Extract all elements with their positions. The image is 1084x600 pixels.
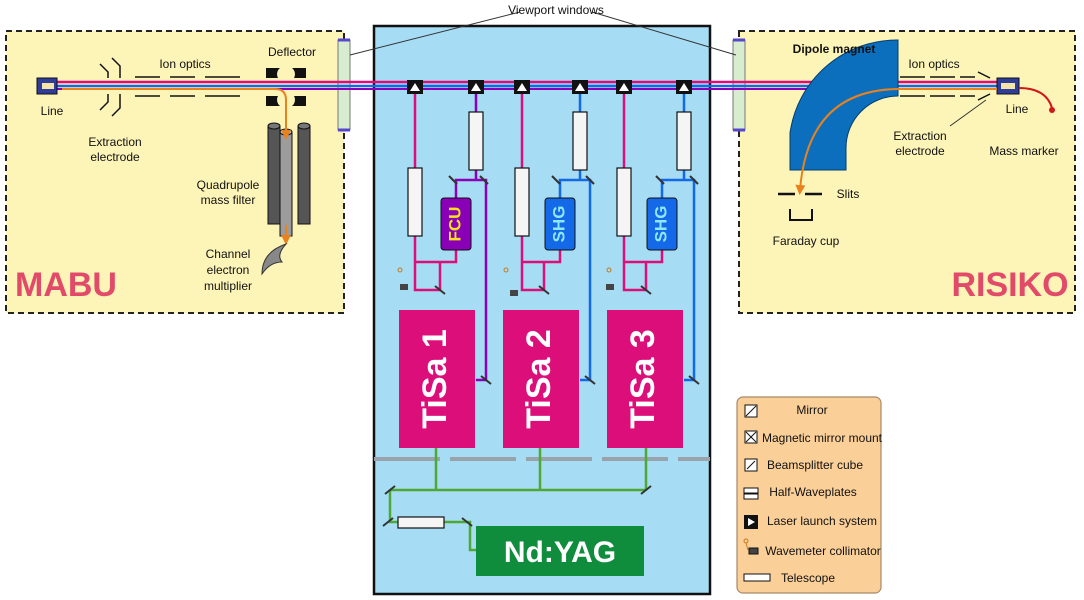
shg-label-1: SHG	[549, 206, 568, 243]
fcu-label: FCU	[445, 207, 464, 242]
laser-launch-markers	[407, 80, 692, 94]
laser-beam-paths	[413, 92, 696, 382]
legend-launch-label: Laser launch system	[767, 514, 877, 528]
tisa-1: TiSa 1	[399, 310, 475, 448]
legend-magnetic-label: Magnetic mirror mount	[762, 431, 883, 445]
mirrors	[382, 175, 700, 527]
risiko-ion-beam	[795, 88, 997, 195]
magnetic-mirror-mount-icon	[744, 430, 758, 444]
dipole-magnet	[789, 39, 899, 171]
half-waveplate-icon	[743, 487, 759, 500]
legend: Mirror Magnetic mirror mount Beamsplitte…	[736, 396, 883, 594]
mabu-ion-optics-label: Ion optics	[159, 57, 210, 71]
mirror-icon	[744, 404, 758, 418]
mabu-line-source	[36, 77, 58, 95]
mabu-ion-optics	[135, 76, 240, 97]
risiko-ion-optics-label: Ion optics	[908, 57, 959, 71]
legend-halfwaveplate-label: Half-Waveplates	[769, 485, 857, 499]
risiko-line-source	[996, 77, 1020, 95]
mabu-quadrupole-label-2: mass filter	[201, 193, 256, 207]
risiko-line-label: Line	[1006, 102, 1029, 116]
laser-launch-icon	[744, 515, 758, 529]
mabu-deflector-label: Deflector	[268, 45, 316, 59]
shg-box-1: SHG	[544, 197, 576, 251]
viewport-pointer-left	[349, 11, 521, 56]
mabu-deflector	[266, 68, 306, 106]
shg-box-2: SHG	[646, 197, 678, 251]
risiko-extraction-pointer	[949, 99, 987, 127]
risiko-ion-optics	[900, 76, 975, 97]
tisa-2: TiSa 2	[503, 310, 579, 448]
mabu-extraction-label-2: electrode	[90, 150, 140, 164]
mabu-extraction-label-1: Extraction	[88, 135, 141, 149]
pump-beam-paths	[388, 447, 648, 552]
beamsplitter-cube-icon	[744, 458, 758, 472]
ndyag-label: Nd:YAG	[504, 536, 616, 569]
channel-electron-multiplier-icon	[261, 242, 288, 276]
tisa-1-label: TiSa 1	[416, 329, 454, 429]
ndyag-laser: Nd:YAG	[476, 526, 644, 576]
risiko-dipole-label: Dipole magnet	[793, 42, 876, 56]
telescope-icon	[743, 573, 771, 582]
risiko-extraction-label-1: Extraction	[893, 129, 946, 143]
risiko-extraction-electrode	[977, 71, 991, 101]
fcu-box: FCU	[440, 197, 472, 251]
legend-beamsplitter-label: Beamsplitter cube	[767, 458, 863, 472]
risiko-title: RISIKO	[951, 266, 1068, 304]
viewport-windows-label: Viewport windows	[508, 3, 604, 17]
mabu-channel-label-3: multiplier	[204, 279, 252, 293]
tisa-2-label: TiSa 2	[520, 329, 558, 429]
legend-mirror-label: Mirror	[796, 403, 827, 417]
viewport-pointer-right	[591, 11, 737, 56]
legend-telescope-label: Telescope	[781, 571, 835, 585]
mabu-channel-label-1: Channel	[206, 247, 251, 261]
tisa-3: TiSa 3	[607, 310, 683, 448]
mabu-channel-label-2: electron	[207, 263, 250, 277]
mass-marker-dot	[1049, 107, 1055, 113]
telescopes	[397, 111, 692, 529]
risiko-mass-marker-label: Mass marker	[989, 144, 1058, 158]
mabu-extraction-electrode	[99, 57, 121, 117]
mabu-quadrupole	[267, 122, 311, 237]
tisa-3-label: TiSa 3	[624, 329, 662, 429]
shg-label-2: SHG	[651, 206, 670, 243]
legend-wavemeter-label: Wavemeter collimator	[765, 544, 881, 558]
risiko-extraction-label-2: electrode	[895, 144, 945, 158]
mabu-line-label: Line	[41, 104, 64, 118]
risiko-faraday-label: Faraday cup	[773, 234, 840, 248]
wavemeter-collimators	[397, 267, 614, 296]
wavemeter-collimator-icon	[743, 538, 759, 555]
risiko-slits-label: Slits	[837, 187, 860, 201]
mass-marker-wire	[1018, 87, 1053, 109]
mabu-quadrupole-label-1: Quadrupole	[197, 178, 260, 192]
mabu-ion-beam	[62, 88, 291, 140]
faraday-cup-icon	[789, 209, 813, 221]
mabu-title: MABU	[15, 266, 117, 304]
